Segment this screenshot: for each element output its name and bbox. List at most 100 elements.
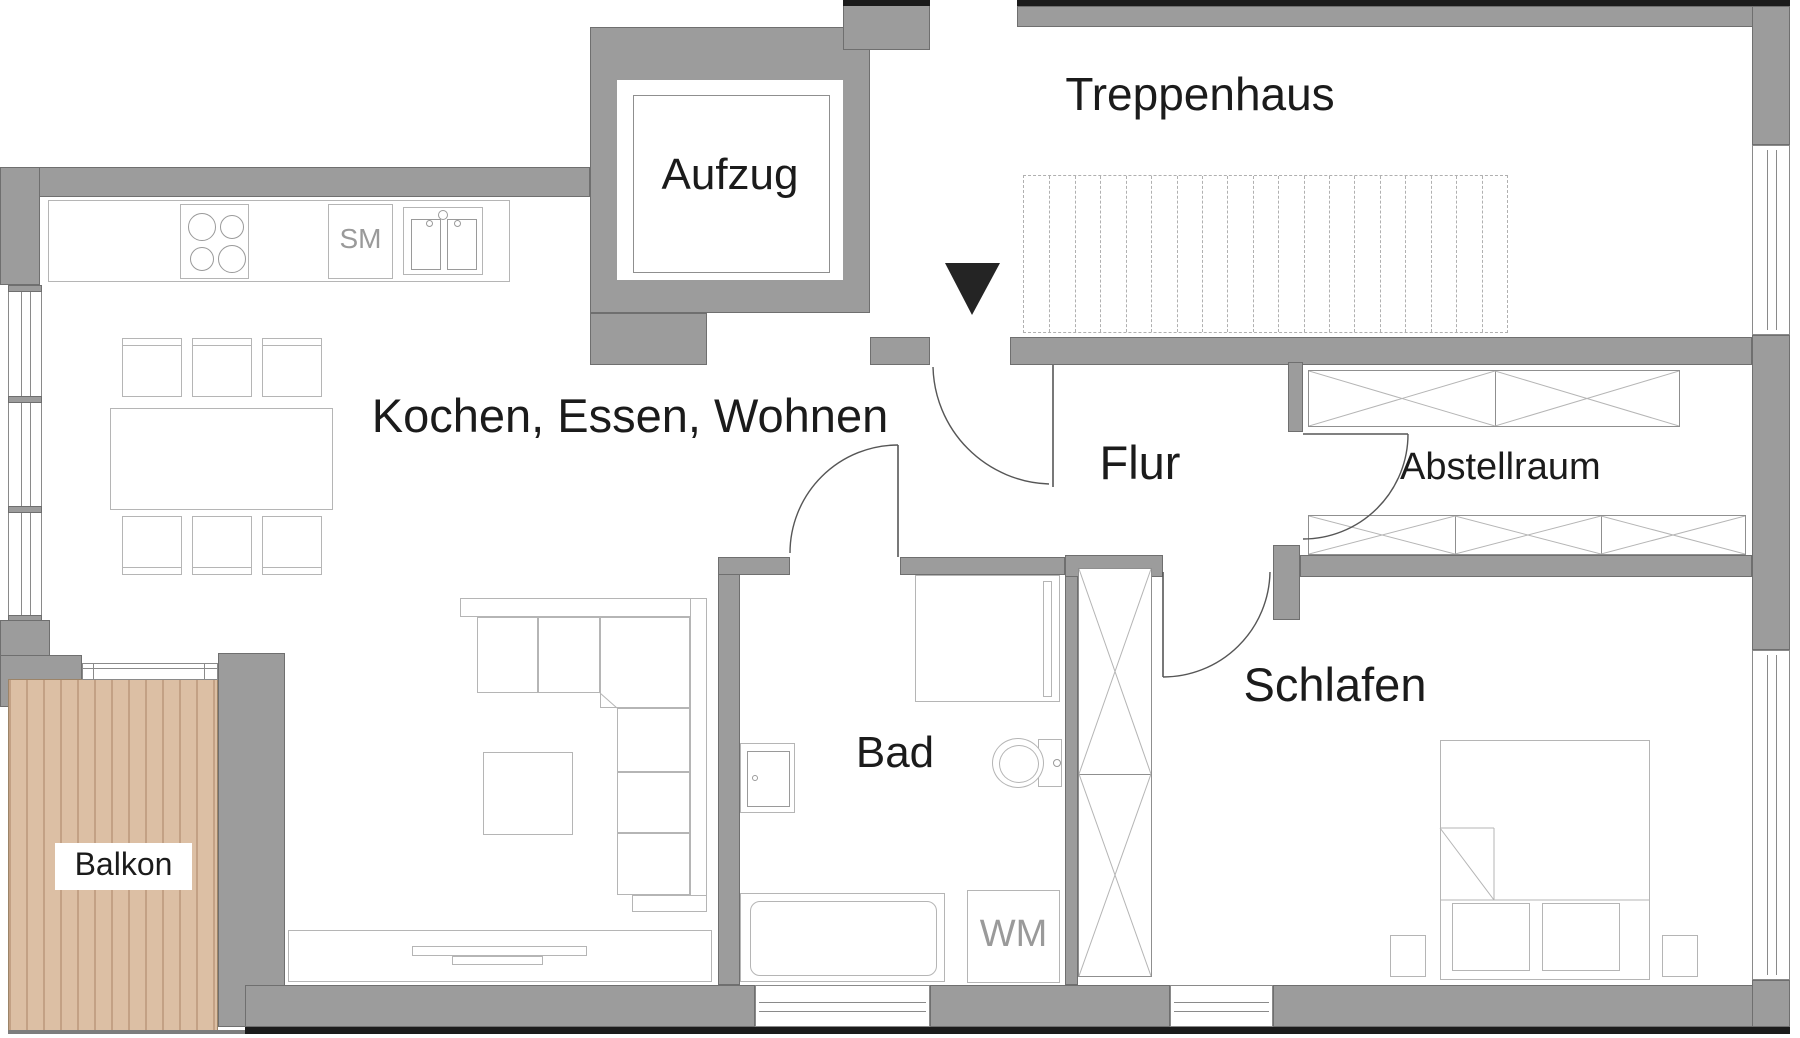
sofa-cushion [538,617,600,693]
window-glass [759,1002,926,1012]
washbasin-inner [747,751,790,807]
toilet-flush-button [1053,759,1061,767]
stair-tread-line [1176,176,1178,332]
wall-right [1752,980,1790,1027]
sofa-cushion [617,772,690,833]
stair-tread-line [1074,176,1076,332]
stair-tread-line [1151,176,1153,332]
stair-tread-line [1456,176,1458,332]
wall-bad-top-right [900,557,1065,575]
nightstand [1390,935,1426,977]
wall-bad-top-left [718,557,790,575]
wall-top-stub [843,0,930,50]
wall-below-stairs-left [870,337,930,365]
room-label-schlafen: Schlafen [1243,658,1427,711]
sofa-corner-cushion [600,617,690,708]
stair-tread-line [1481,176,1483,332]
sink-basin [447,219,477,270]
sink-faucet-knob [454,220,461,227]
room-label-flur: Flur [1099,436,1181,489]
bathtub [740,893,945,982]
coffee-table [483,752,573,835]
wardrobe-panel [1455,516,1602,554]
dining-chair [122,516,182,575]
wardrobe-panel [1079,774,1151,976]
window-sill [8,615,42,622]
wall-balcony-right [218,653,285,1027]
wardrobe-abstellraum-upper [1308,370,1680,427]
sofa-back-top [460,598,707,617]
wall-left-corner [0,167,40,285]
tv-sideboard [288,930,712,982]
balcony-edge-line [8,1030,245,1034]
wall-stairwell-top [1017,6,1790,27]
window-glass [21,290,31,617]
stair-tread-line [1227,176,1229,332]
stair-tread-line [1354,176,1356,332]
chair-backrest [193,567,251,568]
wardrobe-panel [1309,371,1496,426]
sink-faucet [438,210,448,220]
balcony-label-box [55,843,192,890]
wall-abstellraum-bottom [1300,555,1752,577]
washing-machine-label: WM [979,913,1048,955]
stair-tread-line [1125,176,1127,332]
room-label-aufzug: Aufzug [661,150,799,199]
sofa-back-right [690,598,707,912]
dining-chair [262,516,322,575]
window-glass [1767,150,1777,330]
room-label-wohnen: Kochen, Essen, Wohnen [371,389,889,442]
window-right-schlafen [1752,650,1790,980]
burner [190,247,214,271]
balcony-door-threshold [82,663,218,680]
dining-chair [192,516,252,575]
sofa-cushion [617,833,690,895]
dishwasher [328,204,393,279]
stair-tread-line [1201,176,1203,332]
dining-chair [262,338,322,397]
nightstand [1662,935,1698,977]
door-arc-bad [789,444,899,554]
room-label-abstellraum: Abstellraum [1400,446,1601,488]
stair-tread-line [1430,176,1432,332]
plan-outline-top [843,0,930,6]
stair-tread-line [1252,176,1254,332]
wall-schlafen-door-stub [1273,545,1300,620]
window-glass [1767,655,1777,975]
stair-tread-line [1329,176,1331,332]
stair-tread-line [1303,176,1305,332]
chair-backrest [123,345,181,346]
wall-below-stairs [1010,337,1752,365]
wardrobe-abstellraum-lower [1308,515,1746,555]
shower-glass [1043,581,1052,697]
wardrobe-panel [1079,569,1151,775]
toilet-bowl-inner [999,745,1039,783]
sink-faucet-knob [426,220,433,227]
wall-bottom [930,985,1170,1027]
elevator-car [633,95,830,273]
dining-chair [192,338,252,397]
washing-machine [967,890,1060,983]
wardrobe-panel [1309,516,1456,554]
stairs-direction-arrow-icon [945,263,1000,315]
wall-bottom [1273,985,1790,1027]
window-left [8,285,42,622]
sofa-cushion [617,708,690,772]
tv-stand [452,956,543,965]
burner [220,215,244,239]
wall-bad-right [1065,555,1078,985]
tv-screen [412,946,587,956]
burner [218,245,246,273]
room-label-bad: Bad [855,728,935,777]
stairs [1023,175,1508,333]
window-sill [8,396,42,403]
dishwasher-label: SM [339,223,382,254]
washbasin-drain [752,775,758,781]
stair-tread-line [1100,176,1102,332]
stair-tread-line [1405,176,1407,332]
dining-chair [122,338,182,397]
wardrobe-schlafen-tall [1078,568,1152,977]
room-label-balkon: Balkon [74,846,173,882]
window-right-treppenhaus [1752,145,1790,335]
plan-outline-top [1017,0,1790,6]
